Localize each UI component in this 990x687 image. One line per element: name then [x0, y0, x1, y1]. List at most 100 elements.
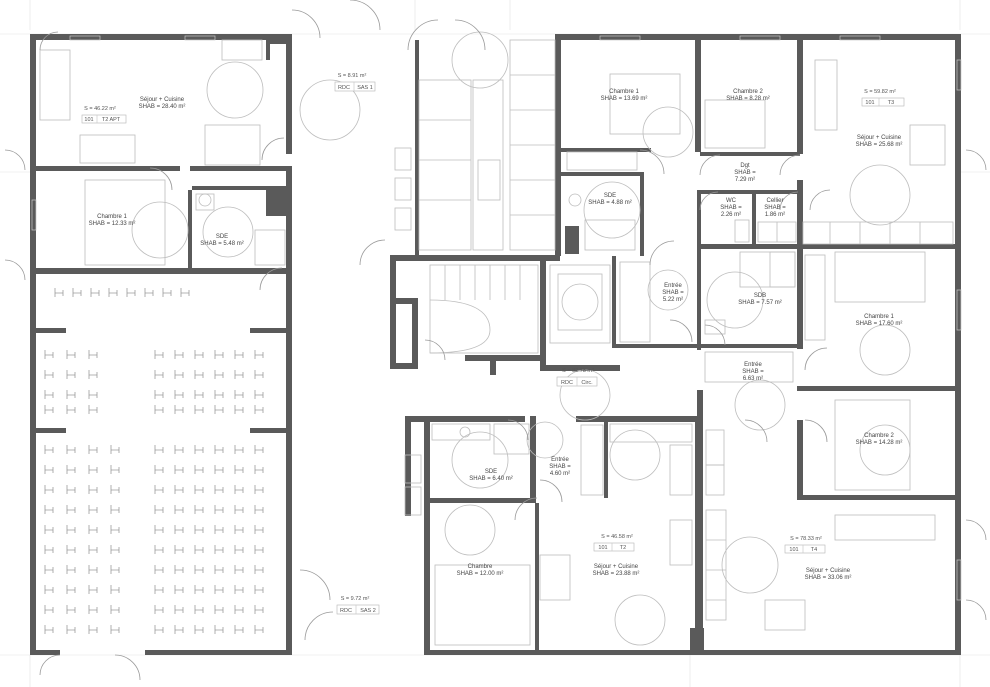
unit-tag-t3: S = 59.82 m² 101 T3 — [861, 89, 905, 107]
seat — [44, 390, 54, 399]
seat — [66, 350, 76, 359]
seat — [194, 445, 204, 454]
seat — [88, 350, 98, 359]
seat — [44, 605, 54, 614]
seat — [214, 525, 224, 534]
seat — [174, 390, 184, 399]
seat — [110, 605, 120, 614]
seat — [194, 525, 204, 534]
seat — [254, 525, 264, 534]
seat — [154, 445, 164, 454]
seat — [214, 405, 224, 414]
seat — [214, 505, 224, 514]
seat — [66, 445, 76, 454]
seat — [234, 585, 244, 594]
seat — [66, 625, 76, 634]
seat — [110, 465, 120, 474]
seat — [194, 585, 204, 594]
unit-tags: S = 46.22 m² 101 T2 APT S = 59.82 m² 101… — [81, 73, 905, 615]
seat — [154, 350, 164, 359]
seat — [174, 625, 184, 634]
seat — [234, 390, 244, 399]
seat — [88, 525, 98, 534]
seat — [234, 625, 244, 634]
seat — [66, 565, 76, 574]
unit-tag-area: S = 46.22 m² — [84, 106, 116, 112]
seat — [66, 605, 76, 614]
unit-tag-sas1: S = 8.91 m² RDC SAS 1 — [334, 73, 376, 92]
seat — [44, 545, 54, 554]
seat — [194, 350, 204, 359]
seat — [66, 370, 76, 379]
seat — [214, 565, 224, 574]
seat — [154, 405, 164, 414]
seat — [44, 465, 54, 474]
seat — [88, 445, 98, 454]
seat — [214, 390, 224, 399]
seat — [110, 585, 120, 594]
seat — [88, 465, 98, 474]
unit-tag-sas2: S = 9.72 m² RDC SAS 2 — [336, 596, 380, 615]
auditorium-seating — [44, 288, 264, 634]
seat — [214, 350, 224, 359]
unit-tag-type: T4 — [811, 547, 817, 553]
seat — [154, 625, 164, 634]
seat — [254, 585, 264, 594]
seat — [66, 545, 76, 554]
seat — [174, 485, 184, 494]
seat — [88, 485, 98, 494]
seat — [88, 585, 98, 594]
seat — [174, 525, 184, 534]
seat — [174, 505, 184, 514]
seat — [174, 565, 184, 574]
seat — [194, 505, 204, 514]
seat — [44, 625, 54, 634]
unit-tag-code: 101 — [84, 117, 93, 123]
seat — [254, 625, 264, 634]
seat — [174, 370, 184, 379]
seat — [234, 445, 244, 454]
seat — [110, 505, 120, 514]
unit-tag-type: T3 — [888, 100, 894, 106]
seat — [108, 288, 118, 297]
seat — [174, 405, 184, 414]
seat — [162, 288, 172, 297]
seat — [44, 370, 54, 379]
seat — [174, 445, 184, 454]
seat — [214, 445, 224, 454]
unit-tag-t4: S = 78.33 m² 101 T4 — [784, 536, 826, 554]
seat — [154, 525, 164, 534]
seat — [72, 288, 82, 297]
seat — [194, 625, 204, 634]
seat — [144, 288, 154, 297]
seat — [44, 585, 54, 594]
unit-tag-code: RDC — [340, 608, 352, 614]
seat — [234, 350, 244, 359]
seat — [44, 405, 54, 414]
seat — [234, 545, 244, 554]
seat — [234, 370, 244, 379]
seat — [44, 525, 54, 534]
seat — [194, 485, 204, 494]
seat — [214, 370, 224, 379]
seat — [174, 350, 184, 359]
seat — [110, 565, 120, 574]
seat — [154, 390, 164, 399]
seat — [254, 565, 264, 574]
unit-tag-type: SAS 2 — [360, 608, 376, 614]
seat — [254, 390, 264, 399]
seat — [254, 545, 264, 554]
seat — [214, 545, 224, 554]
